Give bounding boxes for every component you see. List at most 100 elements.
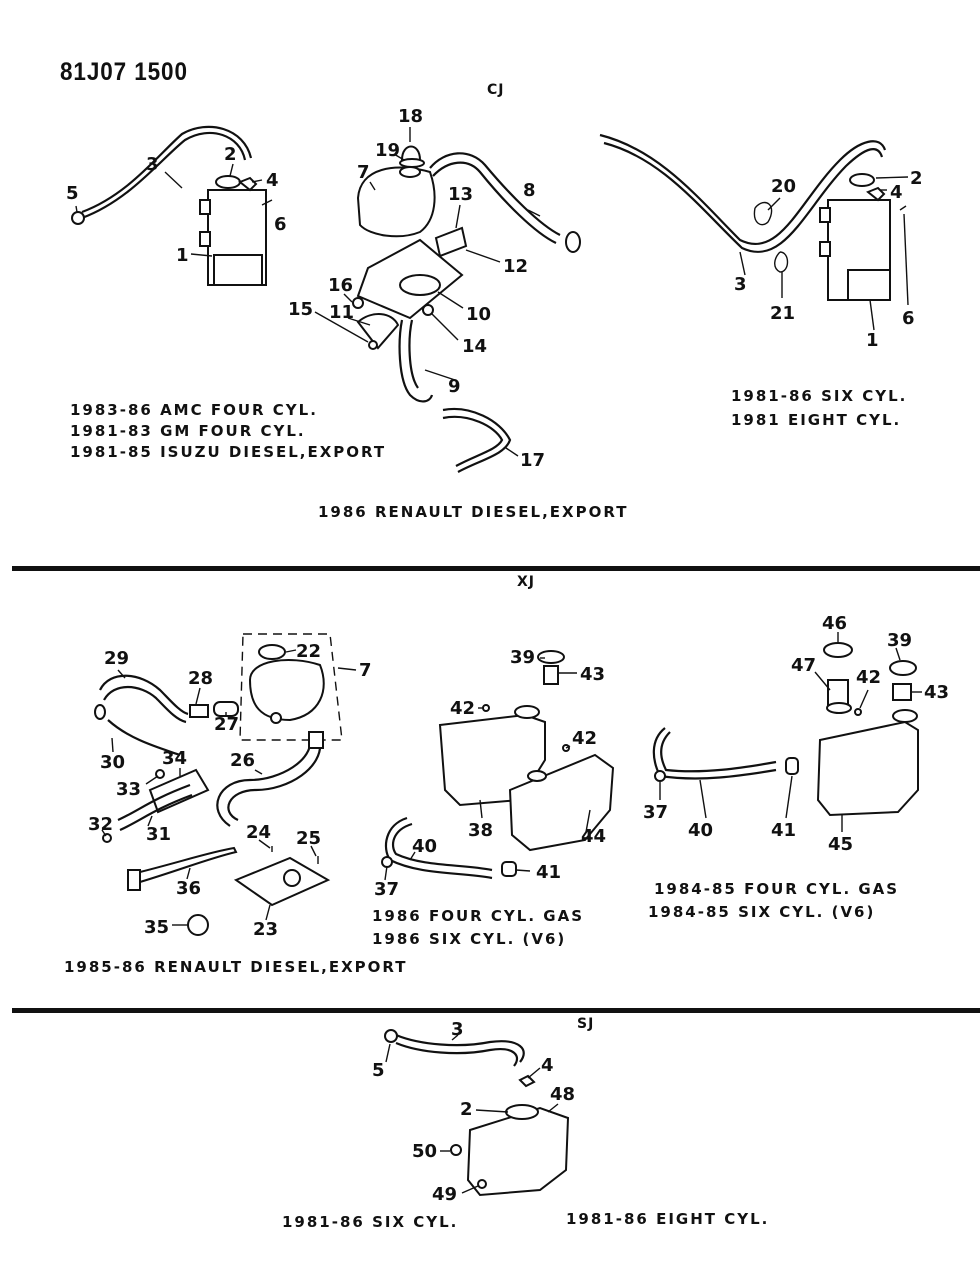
caption: 1986 RENAULT DIESEL,EXPORT bbox=[318, 503, 629, 521]
section-label-cj: CJ bbox=[487, 82, 505, 98]
hose-clip bbox=[774, 251, 789, 273]
overflow-hose bbox=[81, 131, 247, 220]
reservoir-tank bbox=[816, 720, 919, 817]
callout-number: 50 bbox=[412, 1141, 437, 1162]
overflow-hose bbox=[395, 1033, 525, 1063]
bottle-cap bbox=[400, 145, 422, 161]
callout-number: 42 bbox=[450, 698, 475, 719]
callout-number: 39 bbox=[510, 647, 535, 668]
caption: 1984-85 FOUR CYL. GAS bbox=[654, 880, 900, 898]
callout-number: 23 bbox=[253, 919, 278, 940]
callout-number: 3 bbox=[734, 274, 747, 295]
grommet bbox=[450, 1144, 462, 1156]
callout-number: 30 bbox=[100, 752, 125, 773]
xj-right-group bbox=[652, 642, 919, 817]
reservoir-bottle bbox=[356, 166, 436, 238]
bent-hose-edge bbox=[442, 415, 504, 467]
connector bbox=[189, 704, 209, 718]
callout-number: 19 bbox=[375, 140, 400, 161]
cable-tie bbox=[139, 846, 238, 884]
lower-hose-edge bbox=[408, 319, 419, 389]
callout-number: 41 bbox=[771, 820, 796, 841]
strap bbox=[117, 783, 191, 822]
long-overflow-hose bbox=[599, 133, 887, 246]
filler-neck bbox=[514, 705, 540, 719]
caption: 1983-86 AMC FOUR CYL. bbox=[70, 401, 318, 419]
inlet-hose-edge bbox=[432, 161, 557, 244]
hose bbox=[384, 816, 493, 880]
hose-clamp bbox=[501, 861, 517, 877]
section-label-xj: XJ bbox=[517, 574, 536, 590]
caption: 1981-85 ISUZU DIESEL,EXPORT bbox=[70, 443, 387, 461]
cj-mid-group bbox=[352, 145, 581, 473]
section-divider bbox=[12, 566, 980, 571]
callout-number: 17 bbox=[520, 450, 545, 471]
callout-number: 16 bbox=[328, 275, 353, 296]
callout-number: 9 bbox=[448, 376, 461, 397]
caption: 1985-86 RENAULT DIESEL,EXPORT bbox=[64, 958, 408, 976]
callout-number: 2 bbox=[224, 144, 237, 165]
hose-edge bbox=[392, 822, 493, 872]
hose-clip bbox=[654, 770, 666, 782]
coolant-reservoir-tank bbox=[466, 1106, 570, 1197]
tie-head bbox=[127, 869, 141, 891]
neck bbox=[399, 166, 421, 178]
callout-number: 1 bbox=[866, 330, 879, 351]
pressure-cap bbox=[505, 1104, 539, 1120]
section-divider bbox=[12, 1008, 980, 1013]
hose bbox=[107, 719, 181, 757]
callout-number: 5 bbox=[372, 1060, 385, 1081]
nut bbox=[352, 297, 364, 309]
cj-right-group bbox=[599, 133, 907, 301]
plate-hole bbox=[283, 869, 301, 887]
callout-number: 44 bbox=[581, 826, 606, 847]
callout-number: 15 bbox=[288, 299, 313, 320]
hose-edge bbox=[103, 686, 187, 724]
sj-group bbox=[384, 1029, 570, 1197]
document-id: 81J07 1500 bbox=[60, 58, 188, 86]
callout-number: 41 bbox=[536, 862, 561, 883]
screw bbox=[899, 205, 907, 211]
drain-fitting bbox=[477, 1179, 487, 1189]
callout-number: 1 bbox=[176, 245, 189, 266]
caption: 1981 EIGHT CYL. bbox=[731, 411, 902, 429]
callout-number: 43 bbox=[580, 664, 605, 685]
caption: 1981-86 SIX CYL. bbox=[282, 1213, 459, 1231]
outlet-hose bbox=[216, 737, 312, 827]
pressure-cap bbox=[215, 175, 241, 189]
hose-clamp bbox=[71, 211, 85, 225]
cap bbox=[889, 660, 917, 676]
fitting bbox=[866, 186, 886, 202]
filler-neck bbox=[892, 709, 918, 723]
long-overflow-hose-edge bbox=[603, 141, 884, 253]
lower-hose bbox=[398, 319, 434, 403]
callout-number: 42 bbox=[572, 728, 597, 749]
caption: 1984-85 SIX CYL. (V6) bbox=[648, 903, 876, 921]
nut bbox=[422, 304, 434, 316]
hose-clamp bbox=[785, 757, 799, 775]
callout-number: 4 bbox=[266, 170, 279, 191]
inlet-hose bbox=[429, 152, 561, 236]
callout-number: 14 bbox=[462, 336, 487, 357]
bracket bbox=[148, 768, 210, 814]
hose bbox=[99, 674, 189, 716]
caption: 1986 FOUR CYL. GAS bbox=[372, 907, 584, 925]
gasket bbox=[826, 702, 852, 714]
tank-lower-panel bbox=[847, 269, 891, 301]
callout-number: 4 bbox=[890, 182, 903, 203]
callout-number: 40 bbox=[412, 836, 437, 857]
callout-number: 45 bbox=[828, 834, 853, 855]
screw bbox=[368, 340, 378, 350]
callout-number: 5 bbox=[66, 183, 79, 204]
strap-bracket bbox=[356, 313, 400, 350]
callout-number: 6 bbox=[274, 214, 287, 235]
caption: 1981-83 GM FOUR CYL. bbox=[70, 422, 306, 440]
callout-number: 24 bbox=[246, 822, 271, 843]
callout-number: 33 bbox=[116, 779, 141, 800]
callout-number: 32 bbox=[88, 814, 113, 835]
leader-lines bbox=[75, 127, 922, 1194]
callout-number: 4 bbox=[541, 1055, 554, 1076]
callout-number: 27 bbox=[214, 714, 239, 735]
callout-number: 20 bbox=[771, 176, 796, 197]
caption: 1981-86 SIX CYL. bbox=[731, 387, 908, 405]
